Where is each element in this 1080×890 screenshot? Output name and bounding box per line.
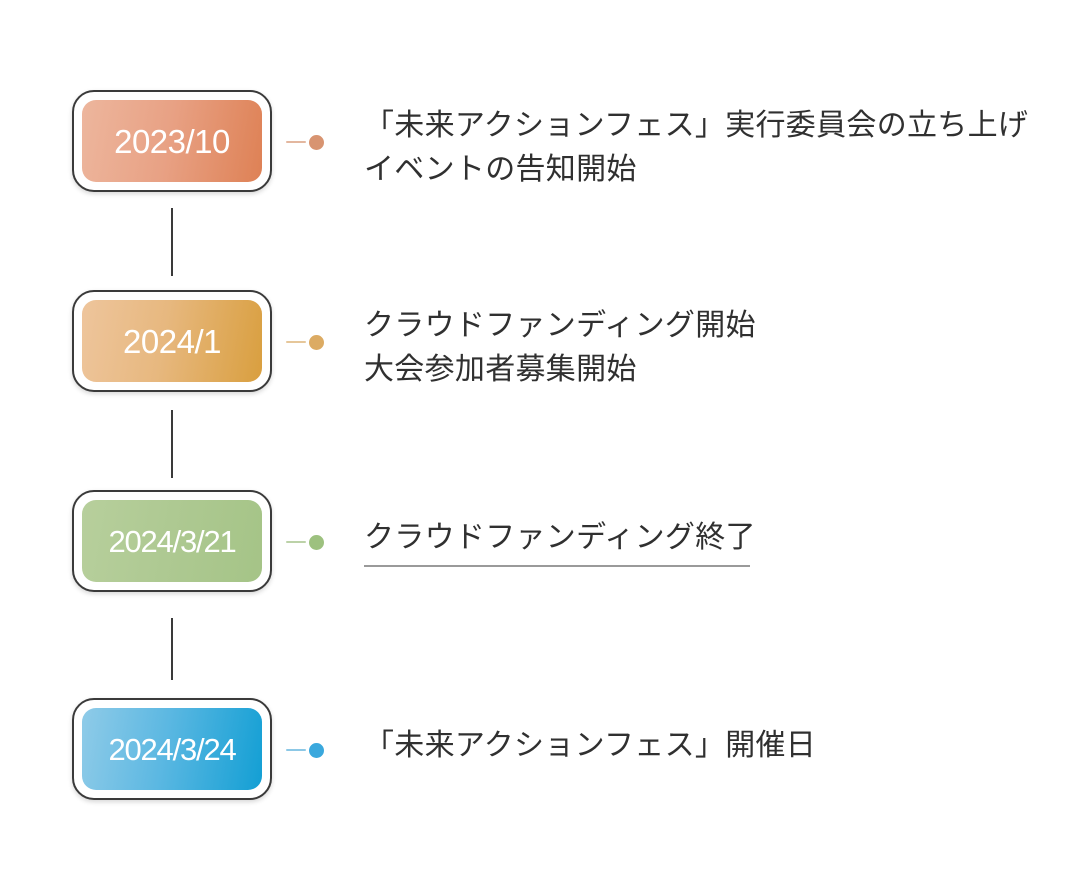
timeline-connector-line [171,208,173,276]
date-badge-fill: 2023/10 [82,100,262,182]
date-badge-label: 2024/3/24 [108,731,236,767]
connector-dash-icon [286,141,306,143]
badge-text-connector [286,534,324,550]
date-badge[interactable]: 2024/1 [72,290,272,392]
badge-text-connector [286,742,324,758]
date-badge-label: 2024/1 [123,322,221,360]
date-badge-fill: 2024/3/24 [82,708,262,790]
date-badge-label: 2024/3/21 [108,523,236,559]
timeline-connector-line [171,410,173,478]
event-description-line: イベントの告知開始 [364,153,637,186]
connector-dot-icon [309,334,324,350]
date-badge[interactable]: 2023/10 [72,90,272,192]
event-description: クラウドファンディング開始 大会参加者募集開始 [364,304,1054,392]
date-badge[interactable]: 2024/3/21 [72,490,272,592]
connector-dash-icon [286,341,306,343]
event-description: クラウドファンディング終了 [364,516,756,567]
event-description: 「未来アクションフェス」実行委員会の立ち上げ イベントの告知開始 [364,104,1054,192]
badge-text-connector [286,134,324,150]
connector-dash-icon [286,541,306,543]
date-badge-label: 2023/10 [114,122,230,160]
timeline-connector-line [171,618,173,680]
event-description: 「未来アクションフェス」開催日 [364,724,1054,768]
date-badge-fill: 2024/1 [82,300,262,382]
event-description-line: 「未来アクションフェス」実行委員会の立ち上げ [364,109,1029,142]
event-description-line: クラウドファンディング終了 [364,521,756,554]
date-badge-fill: 2024/3/21 [82,500,262,582]
connector-dot-icon [309,742,324,758]
event-description-line: 大会参加者募集開始 [364,353,637,386]
badge-text-connector [286,334,324,350]
connector-dot-icon [309,134,324,150]
event-description-line: 「未来アクションフェス」開催日 [364,729,817,762]
connector-dash-icon [286,749,306,751]
date-badge[interactable]: 2024/3/24 [72,698,272,800]
event-description-line: クラウドファンディング開始 [364,309,756,342]
connector-dot-icon [309,534,324,550]
